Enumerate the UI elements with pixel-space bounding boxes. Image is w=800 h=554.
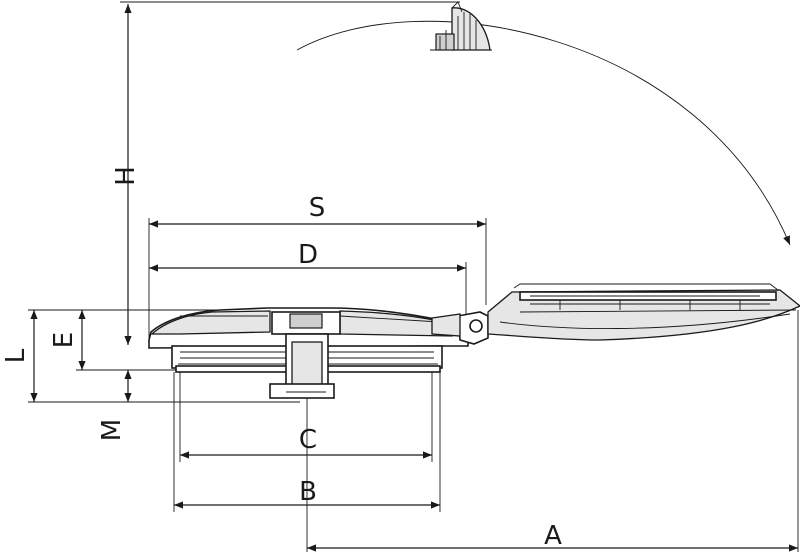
dimension-s-label: S: [309, 193, 326, 223]
hatch-cross-section: [148, 307, 489, 399]
dimension-m-label: M: [97, 419, 127, 441]
dimension-e-label: E: [49, 332, 79, 348]
open-lid-view: [430, 1, 492, 51]
dimension-a-label: A: [544, 521, 562, 551]
dimension-b-label: B: [299, 477, 317, 507]
dimension-l-label: L: [1, 348, 31, 363]
dimension-d-label: D: [298, 240, 318, 270]
dimension-c-label: C: [299, 425, 317, 455]
opening-arc: [296, 20, 791, 246]
hinged-lid-view: [487, 283, 800, 341]
dimension-h-label: H: [111, 166, 141, 186]
